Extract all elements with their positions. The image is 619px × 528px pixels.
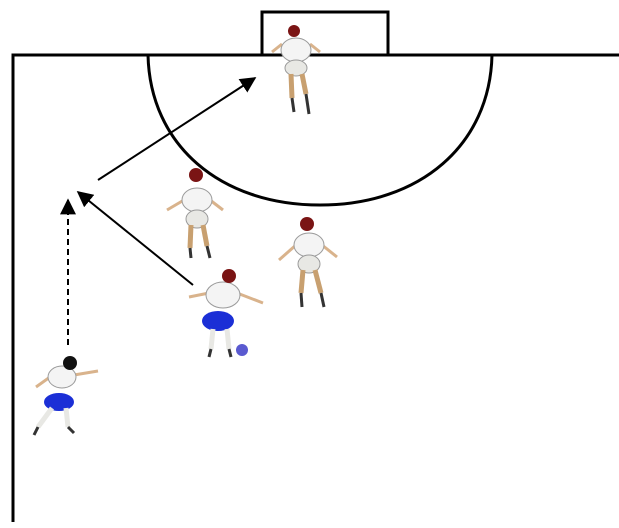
ball — [236, 344, 248, 356]
defender-figure — [278, 217, 338, 308]
defender-figure — [166, 168, 224, 259]
goal — [260, 10, 390, 57]
goalkeeper-figure — [271, 25, 321, 115]
attacker-with-ball-figure — [188, 269, 264, 358]
goal-area-arc — [146, 54, 494, 207]
court-outline — [11, 53, 619, 522]
attacker-wing-figure — [32, 356, 99, 436]
pass-arrow-to-wing — [76, 190, 194, 286]
pass-arrow-to-goal-area — [97, 77, 257, 181]
